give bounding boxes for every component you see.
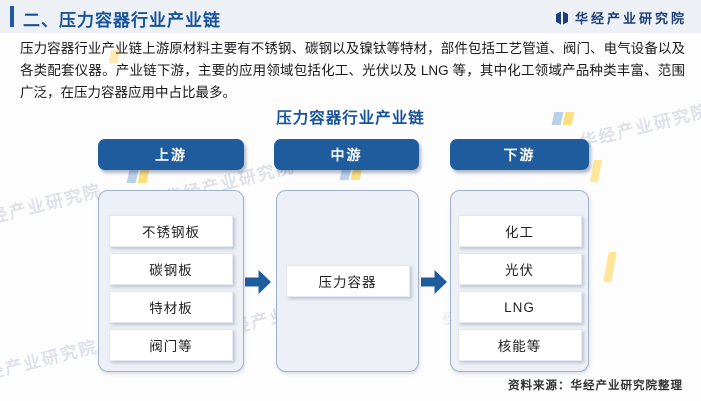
downstream-item: LNG [457,291,582,323]
brand-name: 华经产业研究院 [574,11,687,26]
watermark-text: 华经产业研究院 [0,181,104,232]
source-note: 资料来源：华经产业研究院整理 [508,380,683,392]
upstream-container: 不锈钢板 碳钢板 特材板 阀门等 [98,190,244,372]
huajing-logo-icon [555,11,568,24]
diagram-title: 压力容器行业产业链 [276,110,425,127]
midstream-item: 压力容器 [285,265,410,297]
downstream-item: 光伏 [457,253,582,285]
upstream-item: 不锈钢板 [109,215,233,247]
downstream-item: 化工 [457,215,582,247]
intro-paragraph: 压力容器行业产业链上游原材料主要有不锈钢、碳钢以及镍钛等特材，部件包括工艺管道、… [20,41,685,100]
title-accent-bar [10,6,14,27]
downstream-item: 核能等 [457,329,582,361]
flow-arrow-icon [245,270,271,294]
flow-arrow-icon [421,270,447,294]
midstream-container: 压力容器 [276,190,419,372]
watermark-accent-shape [603,252,617,282]
stage-button-midstream: 中游 [274,139,419,170]
page-title: 二、压力容器行业产业链 [23,11,221,30]
upstream-item: 特材板 [109,291,233,323]
upstream-item: 碳钢板 [109,253,233,285]
watermark-logo-icon [126,170,150,183]
watermark-accent-shape [590,160,602,182]
stage-button-downstream: 下游 [450,139,589,170]
header-band: 二、压力容器行业产业链 华经产业研究院 [0,0,701,33]
stage-button-upstream: 上游 [98,139,244,170]
watermark-text: 华经产业研究院 [0,337,100,388]
downstream-container: 化工 光伏 LNG 核能等 [450,190,589,372]
upstream-item: 阀门等 [109,329,233,361]
brand-logo: 华经产业研究院 [554,8,687,27]
